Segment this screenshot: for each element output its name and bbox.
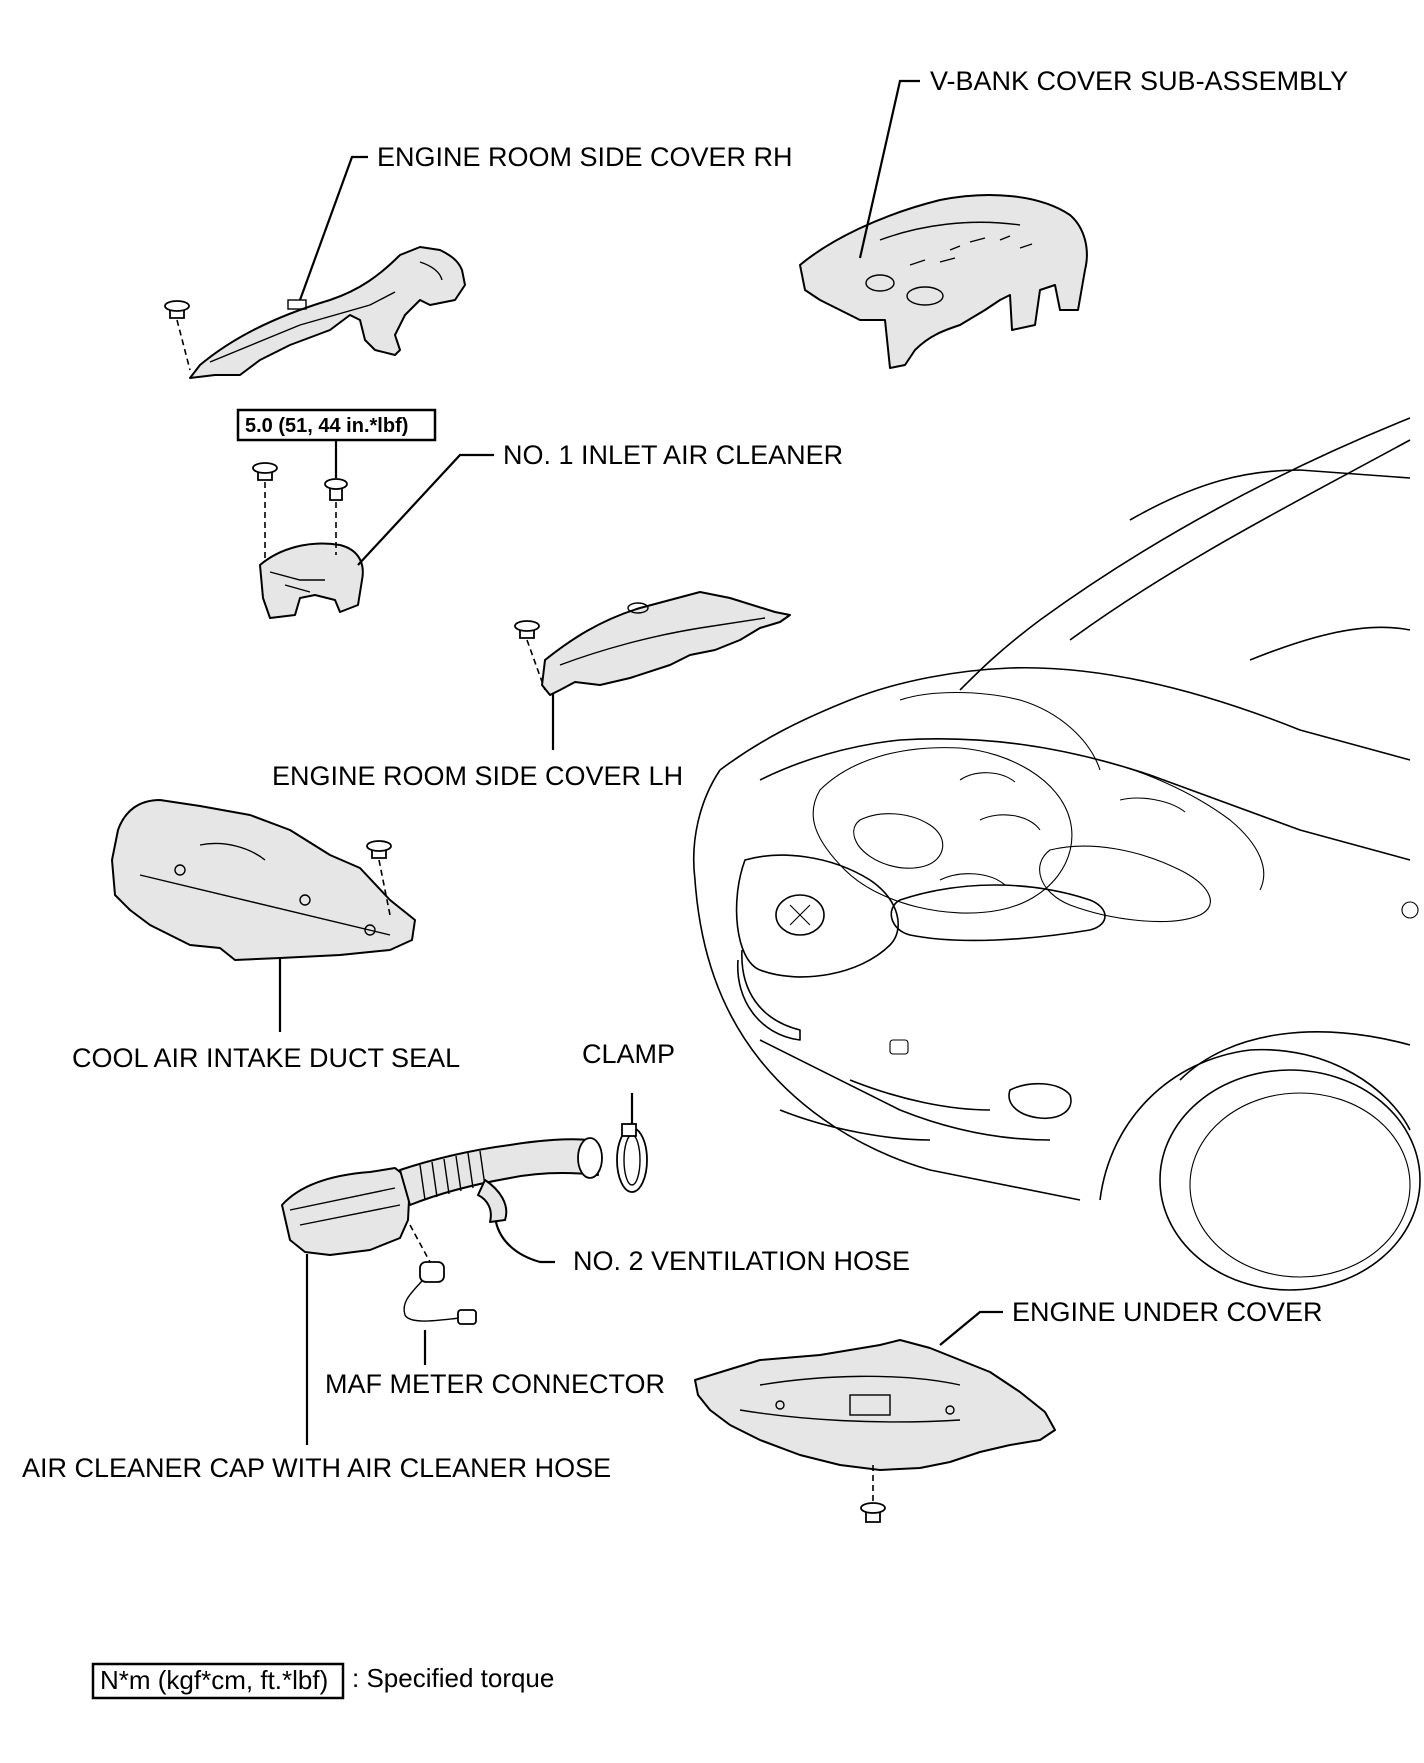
maf-connector-dash xyxy=(409,1224,431,1263)
engine-under-cover-illustration xyxy=(694,1339,1056,1471)
clamp-label: CLAMP xyxy=(582,1039,675,1069)
engine-under-cover-leader xyxy=(939,1310,1003,1346)
inlet-clip-icon xyxy=(252,462,278,481)
v-bank-cover-leader xyxy=(858,79,920,259)
car-front-illustration xyxy=(692,417,1421,1291)
engine-under-cover-label: ENGINE UNDER COVER xyxy=(1012,1297,1323,1327)
lh-clip-dash xyxy=(526,639,546,691)
engine-room-side-cover-rh-illustration xyxy=(189,246,466,379)
air-cleaner-cap-illustration xyxy=(281,1137,603,1256)
no1-inlet-air-cleaner-leader xyxy=(357,453,494,566)
legend-description: : Specified torque xyxy=(352,1663,554,1693)
torque-spec: 5.0 (51, 44 in.*lbf) xyxy=(236,408,437,442)
legend-box-text: N*m (kgf*cm, ft.*lbf) xyxy=(100,1665,328,1695)
rh-clip-dash xyxy=(176,319,191,371)
clamp-illustration xyxy=(616,1123,648,1193)
rh-clip-icon xyxy=(164,300,190,319)
cool-air-intake-duct-seal-illustration xyxy=(111,799,416,961)
maf-meter-connector-illustration xyxy=(403,1261,477,1325)
no2-ventilation-hose-label: NO. 2 VENTILATION HOSE xyxy=(573,1246,910,1276)
engine-room-side-cover-rh-label: ENGINE ROOM SIDE COVER RH xyxy=(377,142,793,172)
torque-legend: N*m (kgf*cm, ft.*lbf) : Specified torque xyxy=(91,1662,554,1700)
under-cover-bolt-icon xyxy=(860,1502,886,1523)
no1-inlet-air-cleaner-label: NO. 1 INLET AIR CLEANER xyxy=(503,440,843,470)
lh-clip-icon xyxy=(514,620,540,639)
v-bank-cover-label: V-BANK COVER SUB-ASSEMBLY xyxy=(930,66,1348,96)
cool-air-intake-duct-seal-label: COOL AIR INTAKE DUCT SEAL xyxy=(72,1043,460,1073)
no1-inlet-air-cleaner-illustration xyxy=(259,542,364,619)
torque-spec-box xyxy=(236,408,437,442)
engine-room-side-cover-rh-leader xyxy=(298,155,368,301)
engine-room-side-cover-lh-illustration xyxy=(541,591,791,696)
engine-room-side-cover-lh-label: ENGINE ROOM SIDE COVER LH xyxy=(272,761,683,791)
no2-ventilation-hose-leader xyxy=(494,1221,555,1264)
air-cleaner-cap-label: AIR CLEANER CAP WITH AIR CLEANER HOSE xyxy=(22,1453,611,1483)
legend-box xyxy=(91,1662,345,1700)
torque-spec-value: 5.0 (51, 44 in.*lbf) xyxy=(245,415,408,437)
inlet-bolt-icon xyxy=(324,478,348,501)
duct-seal-clip-icon xyxy=(366,840,392,859)
maf-meter-connector-label: MAF METER CONNECTOR xyxy=(325,1369,665,1399)
v-bank-cover-illustration xyxy=(799,194,1088,369)
